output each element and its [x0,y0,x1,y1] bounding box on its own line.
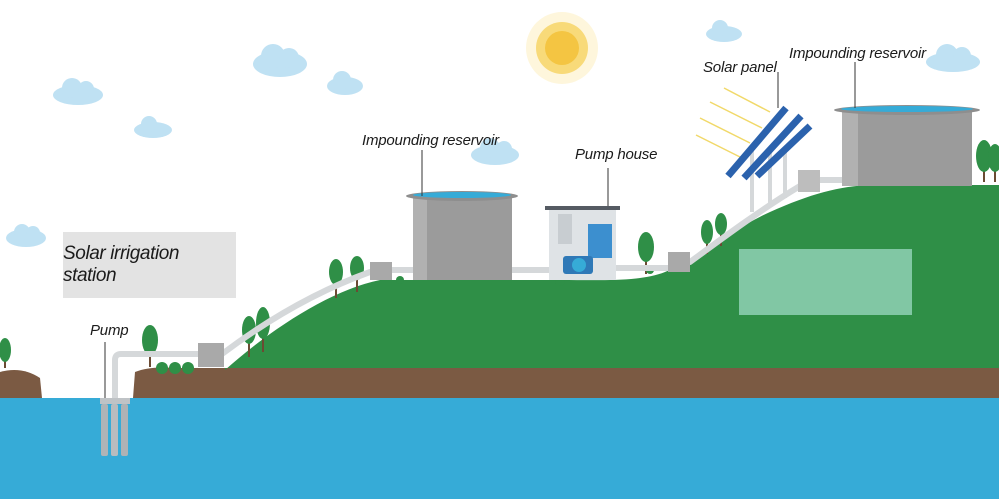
soil [133,367,999,398]
valve-box [370,262,392,280]
tree [976,140,992,182]
pipeline [112,177,851,401]
cloud [471,138,519,165]
cloud [6,224,46,247]
tree [988,144,999,182]
clouds [6,20,980,247]
cloud [327,71,363,95]
sun [526,12,598,84]
cloud [706,20,742,42]
tree [701,220,713,254]
soil [0,370,42,398]
top-reservoir [834,105,980,186]
pump-house [545,206,620,280]
tree [638,232,654,274]
water [0,398,999,499]
label-impounding-reservoir-top: Impounding reservoir [789,45,926,62]
highlight-box [739,249,912,315]
leader-lines [104,62,856,398]
page-title: Solar irrigation station [63,243,180,286]
solar-panel-array [695,87,813,212]
valve-box [668,252,690,272]
tree [142,325,158,367]
label-impounding-reservoir-middle: Impounding reservoir [362,132,499,149]
middle-reservoir [406,191,518,280]
tree [329,259,343,298]
solar-panels [725,105,813,181]
green-hill [225,185,999,370]
valve-box [798,170,820,192]
trees [0,140,999,368]
label-pump-house: Pump house [575,146,658,163]
cloud [253,44,307,77]
valve-box [198,343,224,367]
sun-rays [695,87,771,159]
label-pump: Pump [90,322,129,339]
cloud [53,78,103,105]
label-solar-panel: Solar panel [703,59,777,76]
cloud [926,44,980,72]
title-box: Solar irrigation station [63,232,236,298]
cloud [134,116,172,138]
tree [0,338,11,368]
submersible-pump [100,398,130,456]
